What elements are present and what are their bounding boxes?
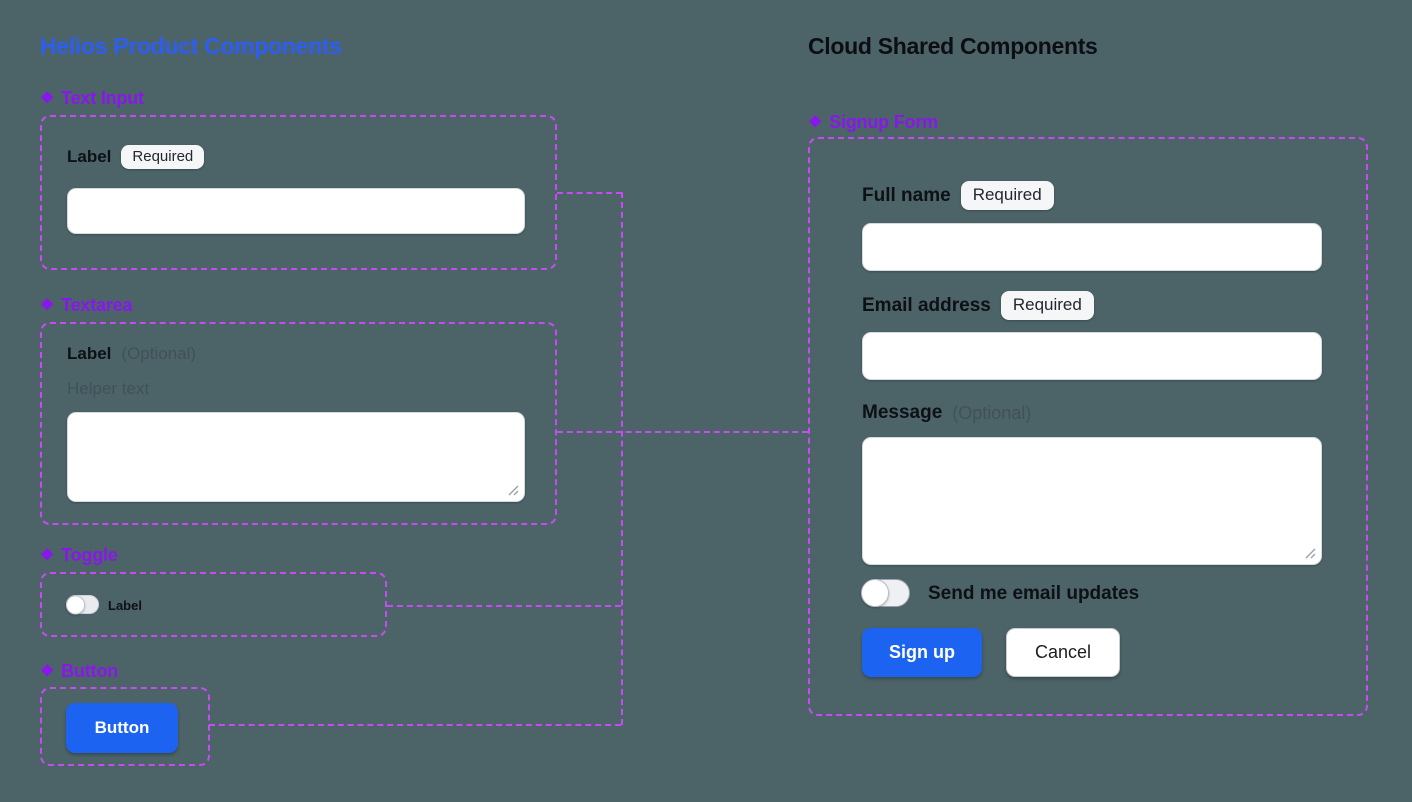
field-label: Email address bbox=[862, 294, 991, 316]
right-panel-title: Cloud Shared Components bbox=[808, 33, 1098, 59]
connector-text-input bbox=[557, 192, 622, 194]
section-header-textarea: ❖ Textarea bbox=[40, 295, 132, 316]
text-input-field[interactable] bbox=[67, 188, 525, 234]
component-icon: ❖ bbox=[40, 296, 55, 314]
component-icon: ❖ bbox=[40, 546, 55, 564]
section-header-button: ❖ Button bbox=[40, 661, 118, 682]
connector-textarea-to-form bbox=[557, 431, 808, 433]
section-label: Textarea bbox=[61, 295, 133, 315]
textarea-field[interactable] bbox=[67, 412, 525, 502]
field-label: Label bbox=[67, 147, 112, 166]
optional-note: (Optional) bbox=[952, 402, 1032, 423]
message-label-row: Message (Optional) bbox=[862, 402, 1031, 424]
field-label: Message bbox=[862, 402, 943, 423]
section-label: Button bbox=[61, 661, 118, 681]
message-textarea[interactable] bbox=[862, 437, 1322, 565]
cancel-button[interactable]: Cancel bbox=[1006, 628, 1120, 677]
sign-up-button[interactable]: Sign up bbox=[862, 628, 982, 677]
textarea-label-row: Label (Optional) bbox=[67, 344, 196, 364]
full-name-label-row: Full name Required bbox=[862, 181, 1054, 210]
required-badge: Required bbox=[1000, 291, 1094, 320]
textarea-component-frame bbox=[40, 322, 557, 525]
section-header-toggle: ❖ Toggle bbox=[40, 545, 118, 566]
component-icon: ❖ bbox=[808, 113, 823, 131]
section-label: Signup Form bbox=[829, 112, 938, 132]
required-badge: Required bbox=[960, 181, 1054, 210]
section-label: Text Input bbox=[61, 88, 144, 108]
connector-button bbox=[209, 724, 621, 726]
toggle-component-frame bbox=[40, 572, 387, 637]
field-label: Label bbox=[67, 344, 112, 363]
toggle-label: Label bbox=[108, 598, 142, 613]
textarea-wrap bbox=[67, 412, 525, 502]
required-badge: Required bbox=[121, 145, 205, 169]
connector-toggle bbox=[387, 605, 621, 607]
sample-button[interactable]: Button bbox=[66, 703, 178, 753]
toggle-knob bbox=[66, 595, 85, 614]
email-updates-label: Send me email updates bbox=[928, 583, 1140, 604]
email-label-row: Email address Required bbox=[862, 291, 1094, 320]
section-header-signup-form: ❖ Signup Form bbox=[808, 112, 938, 133]
toggle-switch[interactable] bbox=[66, 595, 99, 614]
signup-form-frame bbox=[808, 137, 1368, 716]
left-panel-title: Helios Product Components bbox=[40, 33, 342, 59]
text-input-label-row: Label Required bbox=[67, 145, 205, 169]
toggle-knob bbox=[861, 579, 889, 607]
message-textarea-wrap bbox=[862, 437, 1322, 565]
email-updates-toggle[interactable] bbox=[861, 579, 910, 607]
helper-text: Helper text bbox=[67, 379, 150, 398]
full-name-input[interactable] bbox=[862, 223, 1322, 271]
component-icon: ❖ bbox=[40, 89, 55, 107]
button-component-frame bbox=[40, 687, 210, 766]
text-input-component-frame bbox=[40, 115, 557, 270]
connector-trunk bbox=[621, 192, 623, 725]
field-label: Full name bbox=[862, 184, 951, 206]
email-input[interactable] bbox=[862, 332, 1322, 380]
section-label: Toggle bbox=[61, 545, 118, 565]
section-header-text-input: ❖ Text Input bbox=[40, 88, 144, 109]
component-icon: ❖ bbox=[40, 662, 55, 680]
optional-note: (Optional) bbox=[121, 344, 197, 363]
